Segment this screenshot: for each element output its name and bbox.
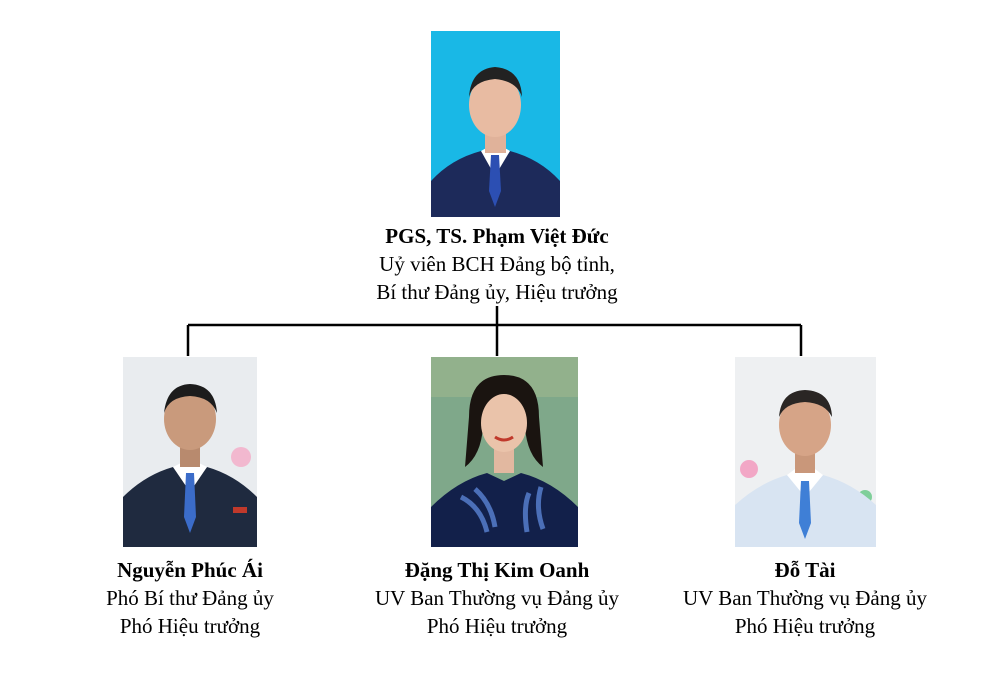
- member-role2-3: Phó Hiệu trưởng: [734, 614, 876, 638]
- member-photo-1: [123, 357, 257, 547]
- member-role1-3: UV Ban Thường vụ Đảng ủy: [683, 586, 927, 610]
- member-photo-2: [431, 357, 578, 547]
- member-name-1: Nguyễn Phúc Ái: [117, 558, 263, 582]
- member-role1-2: UV Ban Thường vụ Đảng ủy: [375, 586, 619, 610]
- top-role-line1: Uỷ viên BCH Đảng bộ tỉnh,: [379, 252, 615, 276]
- top-name: PGS, TS. Phạm Việt Đức: [385, 224, 609, 248]
- top-role-line2: Bí thư Đảng ủy, Hiệu trưởng: [376, 280, 618, 304]
- member-role1-1: Phó Bí thư Đảng ủy: [106, 586, 274, 610]
- member-caption-1: Nguyễn Phúc Ái Phó Bí thư Đảng ủy Phó Hi…: [40, 556, 340, 640]
- member-name-3: Đỗ Tài: [774, 558, 836, 582]
- top-photo: [431, 31, 560, 217]
- member-caption-2: Đặng Thị Kim Oanh UV Ban Thường vụ Đảng …: [347, 556, 647, 640]
- member-caption-3: Đỗ Tài UV Ban Thường vụ Đảng ủy Phó Hiệu…: [655, 556, 955, 640]
- member-photo-3: [735, 357, 876, 547]
- member-name-2: Đặng Thị Kim Oanh: [404, 558, 590, 582]
- member-role2-2: Phó Hiệu trưởng: [426, 614, 568, 638]
- member-role2-1: Phó Hiệu trưởng: [119, 614, 261, 638]
- top-caption: PGS, TS. Phạm Việt Đức Uỷ viên BCH Đảng …: [297, 222, 697, 306]
